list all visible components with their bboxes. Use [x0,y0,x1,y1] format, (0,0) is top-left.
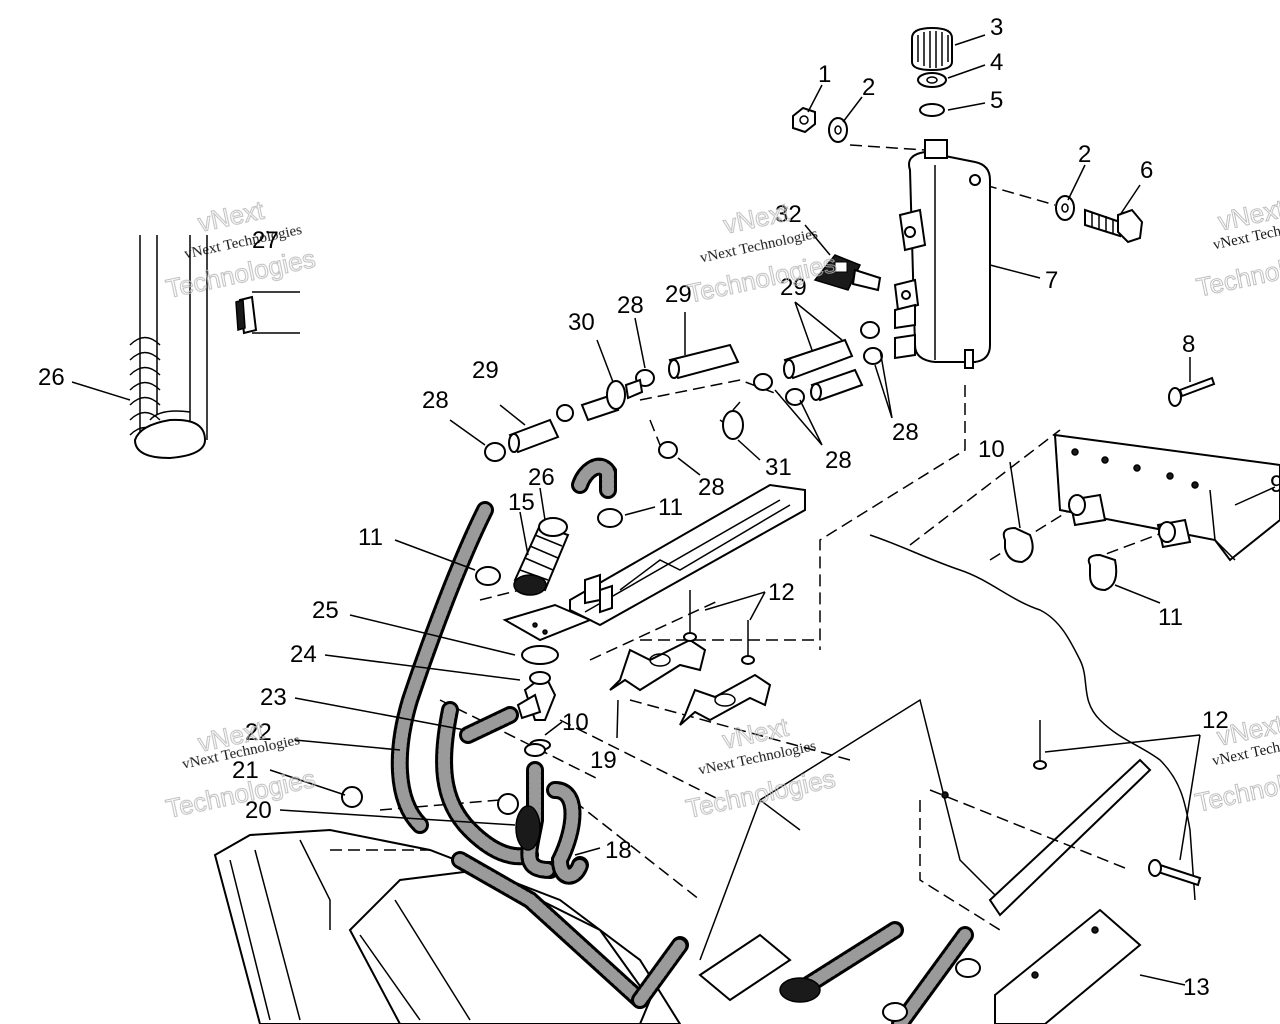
callout-22: 22 [245,719,272,746]
callout-12: 12 [1202,707,1229,734]
callout-11: 11 [358,524,383,551]
reservoir-cap [911,26,953,117]
callout-24: 24 [290,641,317,668]
svg-text:Technologies: Technologies [1194,242,1280,303]
leader-lines [71,34,1276,986]
coolant-hoses [390,457,974,1024]
callout-29: 29 [780,274,807,301]
support-brackets [609,638,772,726]
check-valve [722,401,744,440]
petcock-valve [813,254,882,292]
callout-19: 19 [590,747,617,774]
mounting-bolt [1084,208,1144,244]
rivets [683,590,1202,887]
hose-clamps [484,321,883,462]
callout-25: 25 [312,597,339,624]
callout-28: 28 [698,474,725,501]
callout-8: 8 [1182,331,1195,358]
callout-20: 20 [245,797,272,824]
callout-26: 26 [528,464,555,491]
callout-21: 21 [232,757,259,784]
callout-28: 28 [892,419,919,446]
small-hoses [508,338,864,454]
callout-29: 29 [665,281,692,308]
callout-labels: 1 2 3 4 5 2 6 7 32 27 26 29 29 30 28 28 … [38,14,1280,1001]
chassis-body [213,534,1196,1024]
callout-5: 5 [990,87,1003,114]
t-fitting [580,378,644,422]
callout-10: 10 [978,436,1005,463]
callout-28: 28 [422,387,449,414]
callout-1: 1 [818,61,831,88]
callout-28: 28 [825,447,852,474]
callout-6: 6 [1140,157,1153,184]
bellows [513,517,570,596]
callout-15: 15 [508,489,535,516]
callout-26: 26 [38,364,65,391]
callout-30: 30 [568,309,595,336]
callout-11: 11 [658,494,683,521]
callout-2: 2 [862,74,875,101]
plate [502,603,593,665]
callout-2: 2 [1078,141,1091,168]
drain-rivet [1168,376,1216,407]
callout-7: 7 [1045,267,1058,294]
callout-31: 31 [765,454,792,481]
coolant-reservoir [893,139,991,369]
heat-exchanger [569,483,806,627]
callout-29: 29 [472,357,499,384]
callout-3: 3 [990,14,1003,41]
callout-23: 23 [260,684,287,711]
spring-clamps-right [1002,526,1118,592]
small-clamps [341,508,981,1022]
svg-text:Technologies: Technologies [1193,757,1280,818]
nut-and-washers [792,106,1075,221]
callout-11: 11 [1158,604,1183,631]
watermark-right-top: vNext Technologies vNext Technologies [1193,193,1280,303]
callout-13: 13 [1183,974,1210,1001]
watermark-center-bottom: vNext Technologies vNext Technologies [683,711,839,824]
callout-28: 28 [617,292,644,319]
callout-27: 27 [252,227,279,254]
callout-4: 4 [990,49,1003,76]
callout-9: 9 [1270,471,1280,498]
mounting-bracket [1053,433,1280,562]
watermark-center-top: vNext Technologies vNext Technologies [684,196,840,309]
watermark-left-top: vNext Technologies vNext Technologies [163,194,319,304]
tee-fitting [516,671,557,751]
callout-10: 10 [562,709,589,736]
callout-12: 12 [768,579,795,606]
callout-18: 18 [605,837,632,864]
watermark-right-bottom: vNext Technologies vNext Technologies [1192,708,1280,818]
callout-32: 32 [775,201,802,228]
left-hose-detail [129,235,300,460]
